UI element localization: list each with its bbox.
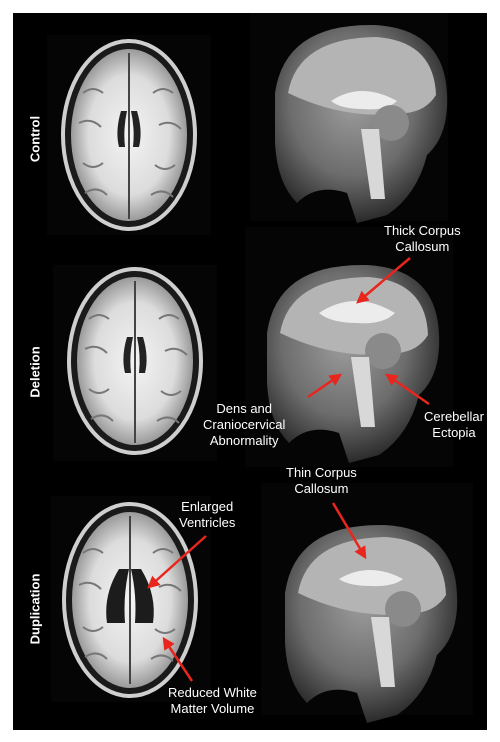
control-sagittal-brain xyxy=(275,24,448,223)
arrow-enlarged xyxy=(147,535,207,589)
duplication-axial-brain xyxy=(62,502,198,698)
duplication-sagittal-brain xyxy=(285,524,458,723)
annotation-reduced-white-matter: Reduced White Matter Volume xyxy=(168,685,257,716)
arrow-reduced xyxy=(162,636,194,682)
control-axial-brain xyxy=(61,39,197,231)
figure-frame: Control Deletion Duplication Thick Corpu… xyxy=(13,13,487,730)
annotation-thick-corpus: Thick Corpus Callosum xyxy=(384,223,461,254)
deletion-axial-brain xyxy=(67,267,203,455)
annotation-cerebellar: Cerebellar Ectopia xyxy=(424,409,484,440)
arrow-dens xyxy=(307,373,343,399)
annotation-enlarged-ventricles: Enlarged Ventricles xyxy=(179,499,236,530)
annotation-dens: Dens and Craniocervical Abnormality xyxy=(203,401,286,448)
arrow-thick-corpus xyxy=(356,257,411,304)
deletion-sagittal-brain xyxy=(267,264,440,463)
mri-drawing xyxy=(61,24,458,723)
annotation-thin-corpus: Thin Corpus Callosum xyxy=(286,465,357,496)
arrow-thin-corpus xyxy=(331,502,367,560)
arrow-cerebellar xyxy=(384,373,430,406)
